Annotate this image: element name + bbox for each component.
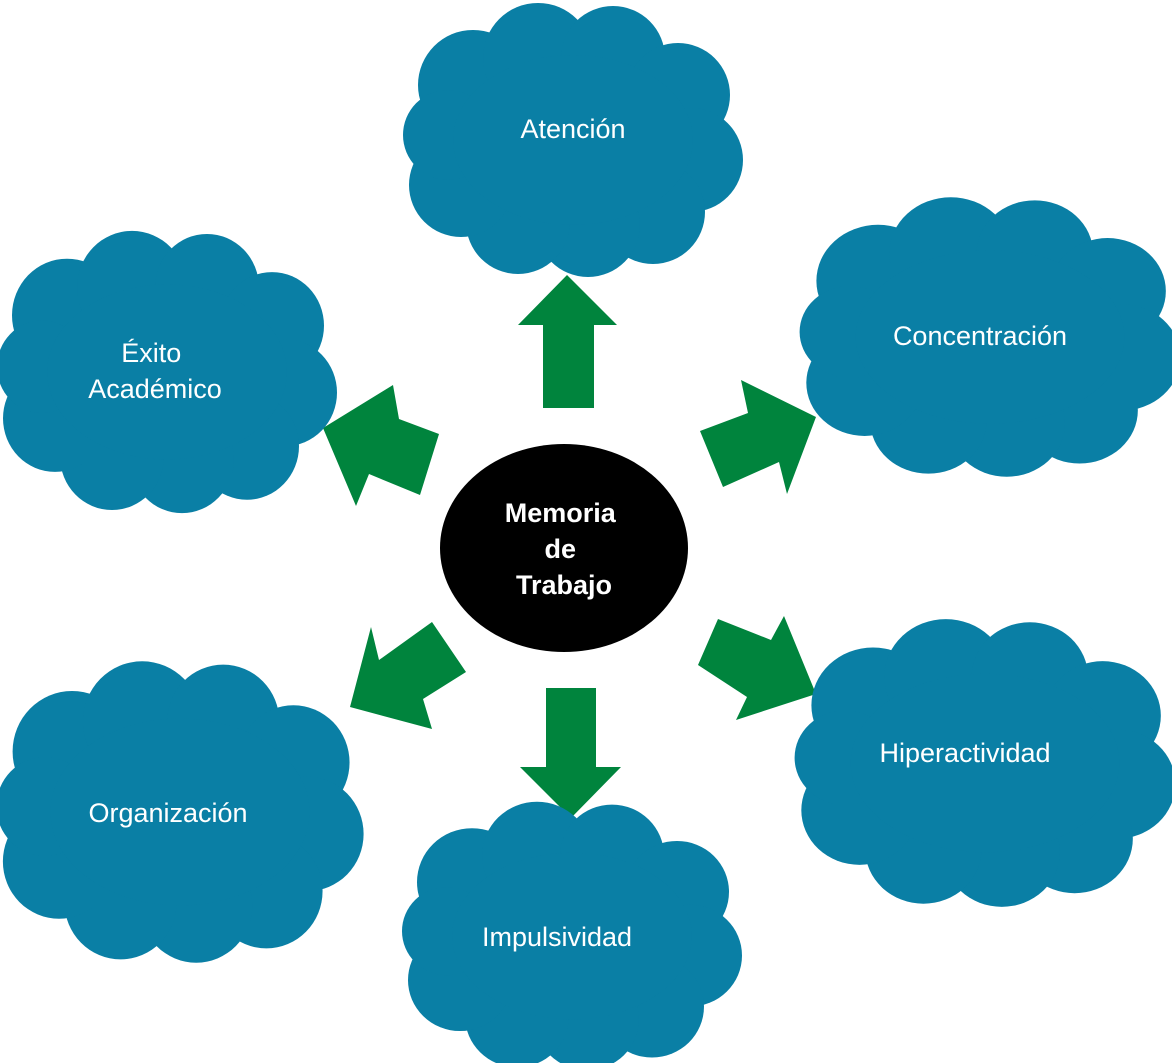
center-node: Memoria de Trabajo xyxy=(440,444,688,652)
cloud-lower-right-label-line-1: Hiperactividad xyxy=(879,738,1050,768)
arrow-upper-left xyxy=(323,385,439,506)
cloud-upper-left-label-line-2: Académico xyxy=(88,374,222,404)
svg-text:Organización: Organización xyxy=(88,798,247,828)
cloud-bottom-label-line-1: Impulsividad xyxy=(482,922,632,952)
arrows xyxy=(323,275,816,818)
svg-text:Hiperactividad: Hiperactividad xyxy=(879,738,1050,768)
cloud-top: Atención xyxy=(403,3,743,277)
arrow-down xyxy=(520,688,621,818)
svg-text:Concentración: Concentración xyxy=(893,321,1067,351)
svg-text:Atención: Atención xyxy=(520,114,625,144)
cloud-lower-left-label-line-1: Organización xyxy=(88,798,247,828)
arrow-upper-right xyxy=(700,380,816,494)
center-label-line-1: Memoria xyxy=(505,498,617,528)
svg-text:Impulsividad: Impulsividad xyxy=(482,922,632,952)
cloud-upper-left xyxy=(0,230,337,514)
arrow-lower-left xyxy=(350,622,466,729)
arrow-up xyxy=(518,275,617,408)
center-label-line-2: de xyxy=(544,534,576,564)
center-label-line-3: Trabajo xyxy=(516,570,612,600)
cloud-top-label-line-1: Atención xyxy=(520,114,625,144)
svg-text:Éxito Académico: Éxito Académico xyxy=(88,338,222,404)
center-ellipse xyxy=(440,444,688,652)
cloud-upper-right-label-line-1: Concentración xyxy=(893,321,1067,351)
cloud-upper-left-label-line-1: Éxito xyxy=(121,338,181,368)
svg-text:Memoria de Trabajo: Memoria de Trabajo xyxy=(505,498,624,600)
arrow-lower-right xyxy=(698,616,816,720)
